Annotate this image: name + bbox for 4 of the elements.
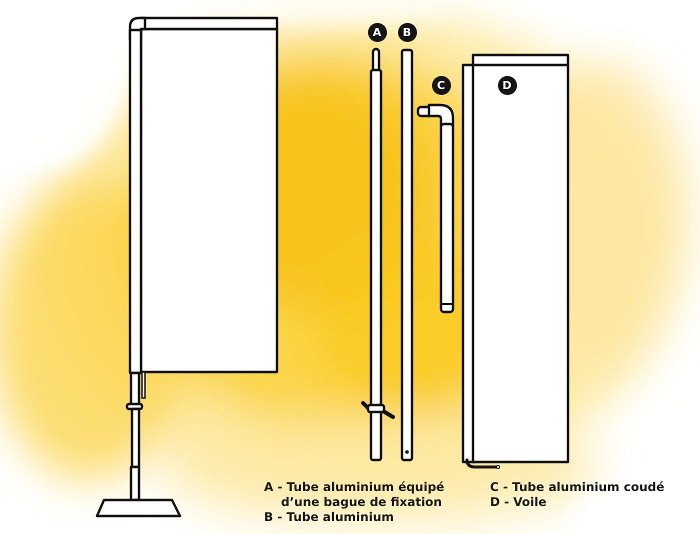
- part-description: A - Tube aluminium équipé d’une bague de fixation: [264, 480, 446, 510]
- part-description: C - Tube aluminium coudé: [490, 480, 664, 495]
- part-description: D - Voile: [490, 495, 547, 510]
- part-description: B - Tube aluminium: [264, 510, 394, 525]
